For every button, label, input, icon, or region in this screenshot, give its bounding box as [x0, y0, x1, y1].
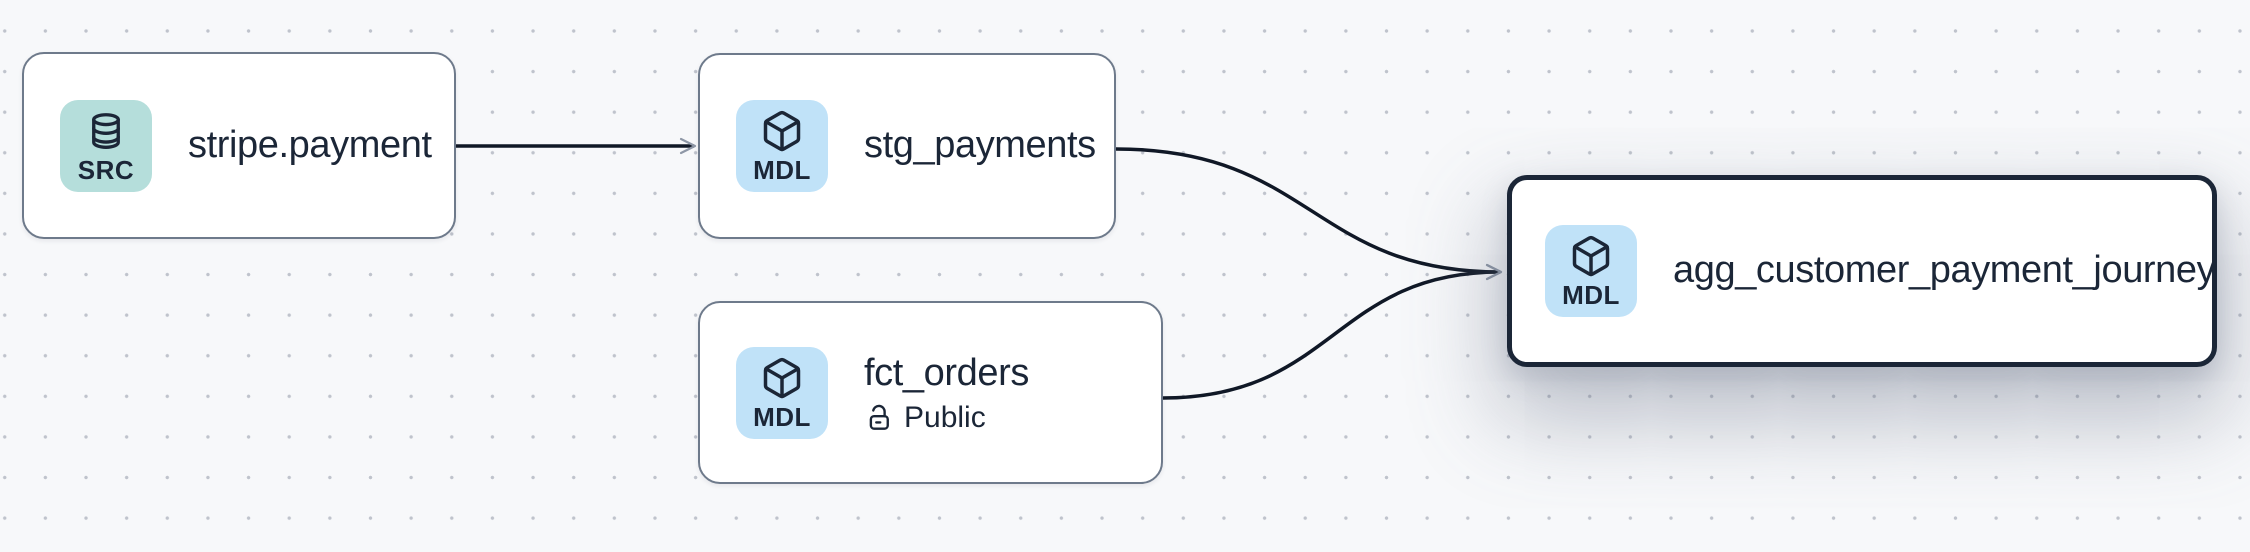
unlock-icon — [864, 403, 894, 433]
node-agg-customer-payment-journey[interactable]: MDL agg_customer_payment_journey — [1507, 175, 2217, 367]
access-label: Public — [904, 401, 986, 435]
model-type-badge: MDL — [1545, 225, 1637, 317]
edge-stg-payments-to-agg[interactable] — [1115, 147, 1503, 281]
badge-label: SRC — [77, 154, 135, 185]
model-type-badge: MDL — [736, 100, 828, 192]
node-fct-orders[interactable]: MDL fct_orders Public — [698, 301, 1163, 484]
cube-icon — [760, 109, 804, 153]
cube-icon — [1569, 234, 1613, 278]
node-label: stripe.payment — [188, 123, 432, 166]
node-stg-payments[interactable]: MDL stg_payments — [698, 53, 1116, 239]
cube-icon — [760, 356, 804, 400]
access-row: Public — [864, 403, 1029, 433]
node-label: agg_customer_payment_journey — [1673, 249, 2216, 292]
model-type-badge: MDL — [736, 346, 828, 439]
badge-label: MDL — [753, 155, 811, 185]
edge-fct-orders-to-agg[interactable] — [1162, 263, 1503, 400]
source-type-badge: SRC — [60, 99, 152, 192]
badge-label: MDL — [753, 401, 811, 432]
node-stripe-payment[interactable]: SRC stripe.payment — [22, 52, 456, 239]
database-icon — [85, 109, 127, 153]
node-label: fct_orders — [864, 351, 1029, 394]
badge-label: MDL — [1562, 280, 1620, 310]
node-label: stg_payments — [864, 124, 1096, 167]
